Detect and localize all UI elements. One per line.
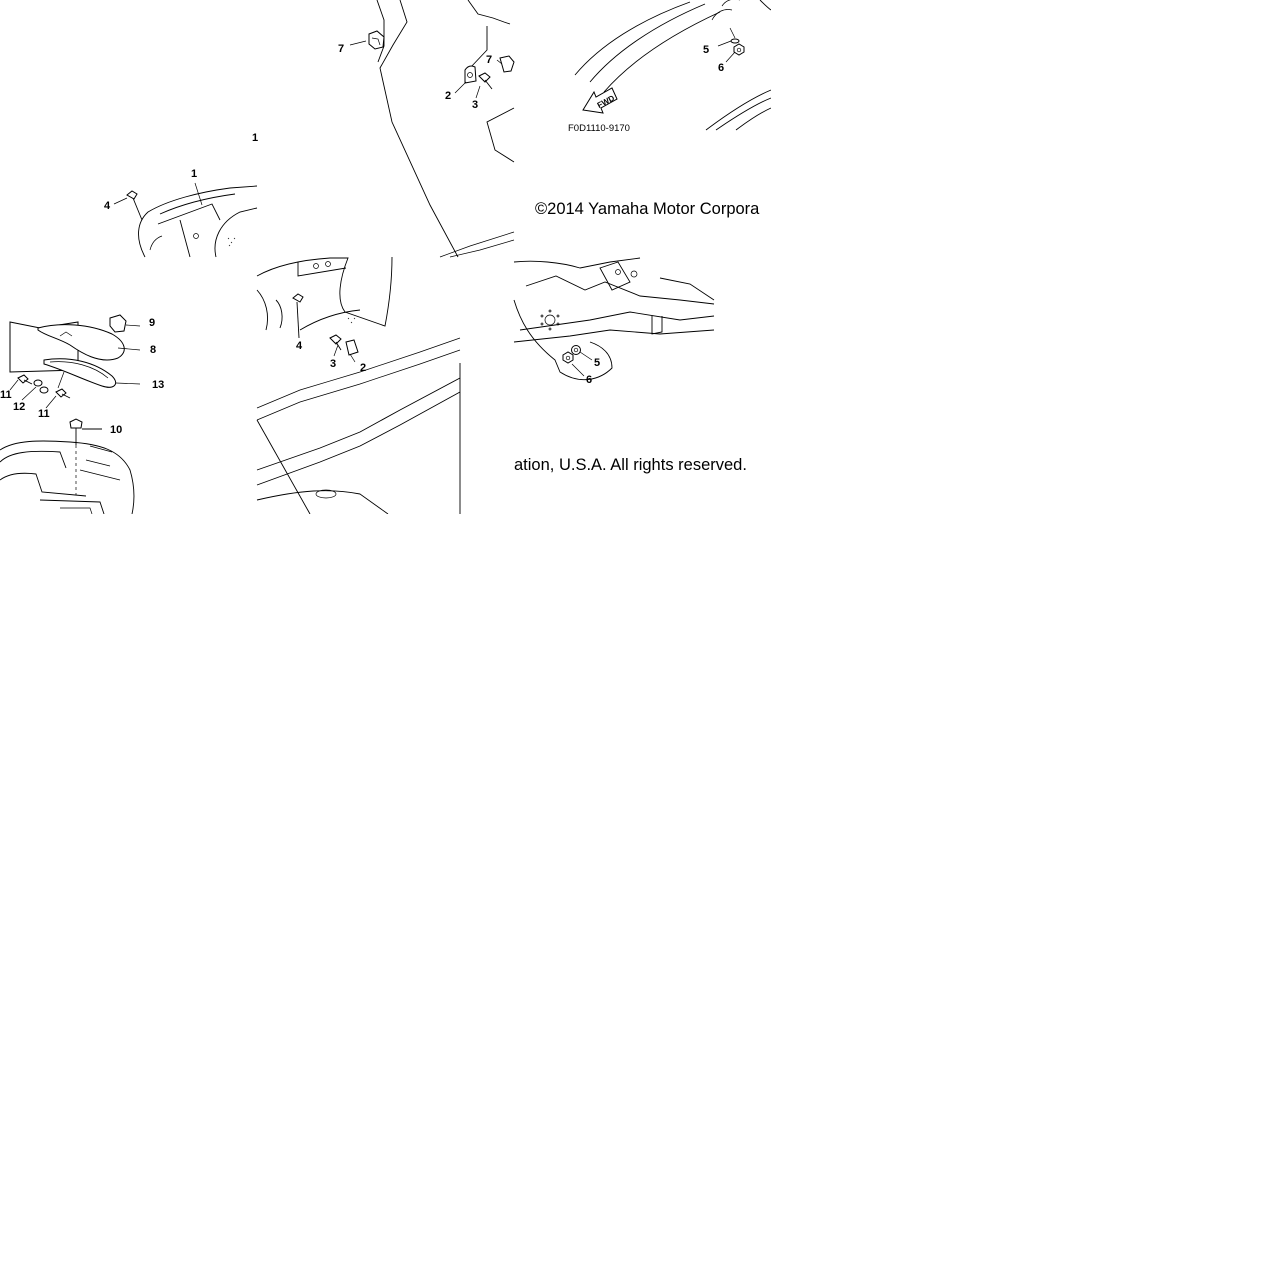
seal-part-icon (43, 358, 117, 388)
nut-part-icon (733, 43, 745, 56)
bracket-part-icon (464, 65, 477, 84)
callout-2: 2 (445, 90, 451, 102)
bracket-part-icon (345, 339, 359, 356)
hull-bracket-tile: 7 2 3 7 (338, 0, 515, 258)
callout-6: 6 (586, 374, 592, 386)
nut-part-icon (562, 351, 574, 364)
callout-4: 4 (296, 340, 303, 352)
callout-1: 1 (191, 168, 197, 180)
hull-top-tile: FWD 5 6 F0D1110-9170 (568, 0, 772, 134)
copyright-text-part1: ©2014 Yamaha Motor Corpora (535, 200, 760, 218)
fwd-arrow-icon: FWD (582, 87, 618, 114)
grommet-part-icon (33, 379, 49, 394)
mount-hole-icon (540, 309, 560, 331)
washer-part-icon (730, 38, 740, 44)
clip-part-icon (109, 314, 127, 333)
callout-10: 10 (110, 424, 122, 436)
callout-2: 2 (360, 362, 366, 374)
callout-7: 7 (338, 43, 344, 55)
callout-5: 5 (703, 44, 709, 56)
bolt-part-icon (478, 72, 493, 90)
callout-8: 8 (150, 344, 156, 356)
clip-part-icon (368, 30, 385, 50)
callout-13: 13 (152, 379, 164, 391)
deck-cover-tile: 1 4 1 (104, 132, 258, 258)
callout-3: 3 (472, 99, 478, 111)
callout-6: 6 (718, 62, 724, 74)
drawing-code: F0D1110-9170 (568, 123, 630, 134)
copyright-text-part2: ation, U.S.A. All rights reserved. (514, 456, 747, 474)
bolt-part-icon (329, 334, 342, 351)
clip-part-icon (499, 55, 515, 73)
frame-bottom-tile: 5 6 (513, 257, 715, 386)
callout-5: 5 (594, 357, 600, 369)
callout-11: 11 (38, 408, 50, 420)
callout-1-partial: 1 (252, 132, 258, 144)
callout-12: 12 (13, 401, 25, 413)
storage-bin-tile: 9 8 13 11 12 11 10 (0, 314, 164, 515)
callout-11: 11 (0, 389, 12, 401)
washer-part-icon (571, 345, 581, 355)
screw-part-icon (17, 374, 71, 399)
callout-7: 7 (486, 54, 492, 66)
latch-part-icon (69, 418, 83, 445)
lid-part-icon (37, 324, 125, 361)
callout-3: 3 (330, 358, 336, 370)
callout-4: 4 (104, 200, 111, 212)
deck-lower-tile: 4 3 2 (256, 256, 461, 515)
screw-part-icon (292, 293, 304, 339)
screw-part-icon (126, 190, 143, 221)
callout-9: 9 (149, 317, 155, 329)
frame-top-edge (439, 231, 515, 258)
